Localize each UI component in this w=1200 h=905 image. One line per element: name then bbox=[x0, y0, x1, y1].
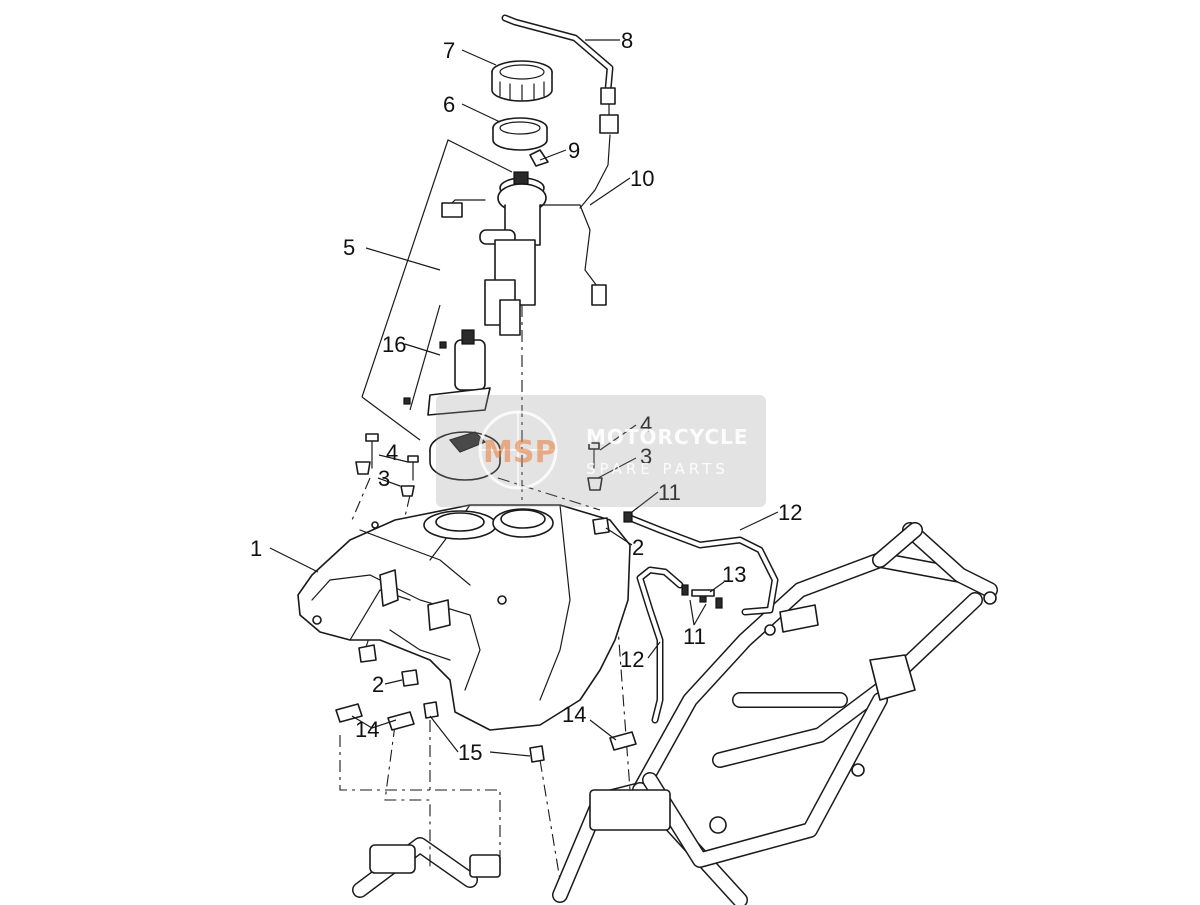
callout-3a: 3 bbox=[378, 466, 390, 491]
breather-pipe bbox=[501, 14, 619, 209]
callout-9: 9 bbox=[568, 138, 580, 163]
seal-ring bbox=[492, 117, 548, 151]
callout-4b: 4 bbox=[640, 412, 652, 437]
buffers bbox=[423, 701, 545, 763]
callout-15: 15 bbox=[458, 740, 482, 765]
fuel-pipe-right bbox=[636, 566, 684, 724]
callout-14a: 14 bbox=[562, 702, 586, 727]
callout-5: 5 bbox=[343, 235, 355, 260]
watermark: MSP MOTORCYCLE SPARE PARTS bbox=[436, 395, 766, 507]
fuel-tank bbox=[297, 504, 631, 731]
callout-1: 1 bbox=[250, 536, 262, 561]
callout-11b: 11 bbox=[683, 624, 706, 649]
callout-6: 6 bbox=[443, 92, 455, 117]
watermark-line1: MOTORCYCLE bbox=[586, 425, 748, 449]
callout-16: 16 bbox=[382, 332, 406, 357]
leader-lines bbox=[269, 39, 779, 757]
hose-clamps bbox=[623, 511, 723, 609]
callout-2b: 2 bbox=[372, 672, 384, 697]
callout-12b: 12 bbox=[620, 647, 644, 672]
callout-10: 10 bbox=[630, 166, 654, 191]
callout-2a: 2 bbox=[632, 535, 644, 560]
callout-14b: 14 bbox=[355, 717, 379, 742]
fuel-pump-assembly bbox=[361, 139, 607, 441]
screws bbox=[365, 433, 600, 481]
callout-4a: 4 bbox=[386, 440, 398, 465]
callout-12a: 12 bbox=[778, 500, 802, 525]
callout-7: 7 bbox=[443, 38, 455, 63]
callout-8: 8 bbox=[621, 28, 633, 53]
callout-labels: 1 7 6 8 9 10 5 16 4 3 4 3 11 2 12 13 11 … bbox=[250, 28, 802, 765]
watermark-line2: SPARE PARTS bbox=[586, 460, 729, 478]
ring-nut bbox=[491, 60, 553, 102]
rubber-mounts bbox=[358, 517, 610, 687]
washers bbox=[355, 461, 603, 497]
watermark-logo: MSP bbox=[483, 435, 556, 470]
fuel-pipe-left bbox=[626, 514, 779, 616]
callout-11a: 11 bbox=[658, 480, 681, 505]
callout-13: 13 bbox=[722, 562, 746, 587]
motorcycle-frame bbox=[352, 522, 998, 905]
callout-3b: 3 bbox=[640, 444, 652, 469]
